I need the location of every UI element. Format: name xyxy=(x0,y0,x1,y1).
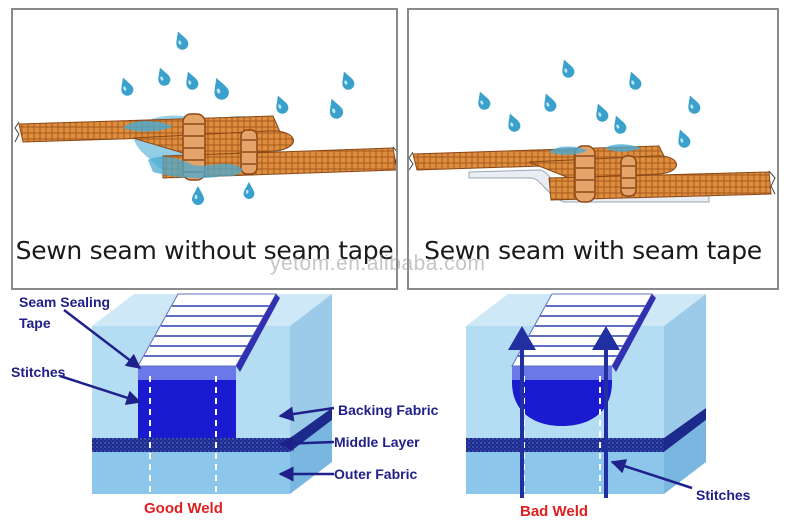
good-weld-block xyxy=(92,293,332,494)
seam-fabric-icon xyxy=(412,145,772,203)
bad-weld-block xyxy=(466,293,706,498)
label-stitches-left: Stitches xyxy=(11,364,66,380)
caption-with-tape: Sewn seam with seam tape xyxy=(424,236,762,265)
label-outer-fabric: Outer Fabric xyxy=(334,466,418,482)
label-middle-layer: Middle Layer xyxy=(334,434,420,450)
label-seam-sealing-tape-line1: Seam Sealing xyxy=(19,294,111,310)
label-bad-weld: Bad Weld xyxy=(520,503,589,520)
arrow-up-icon xyxy=(508,326,620,498)
seam-with-tape-illustration xyxy=(409,57,776,203)
label-seam-sealing-tape: Seam Sealing Tape xyxy=(19,292,110,334)
label-good-weld: Good Weld xyxy=(144,500,223,517)
water-drop-icon xyxy=(474,57,703,150)
panel-with-tape: Sewn seam with seam tape xyxy=(407,8,779,290)
label-stitches-right: Stitches xyxy=(696,487,751,503)
weld-diagram xyxy=(59,293,706,498)
label-backing-fabric: Backing Fabric xyxy=(338,402,439,418)
watermark: yetom.en.alibaba.com xyxy=(270,252,486,275)
seam-without-tape-illustration xyxy=(14,29,396,205)
caption-without-tape: Sewn seam without seam tape xyxy=(15,236,394,265)
seam-fabric-icon xyxy=(18,113,396,181)
label-seam-sealing-tape-line2: Tape xyxy=(19,315,51,331)
panel-without-tape: Sewn seam without seam tape xyxy=(11,8,398,290)
